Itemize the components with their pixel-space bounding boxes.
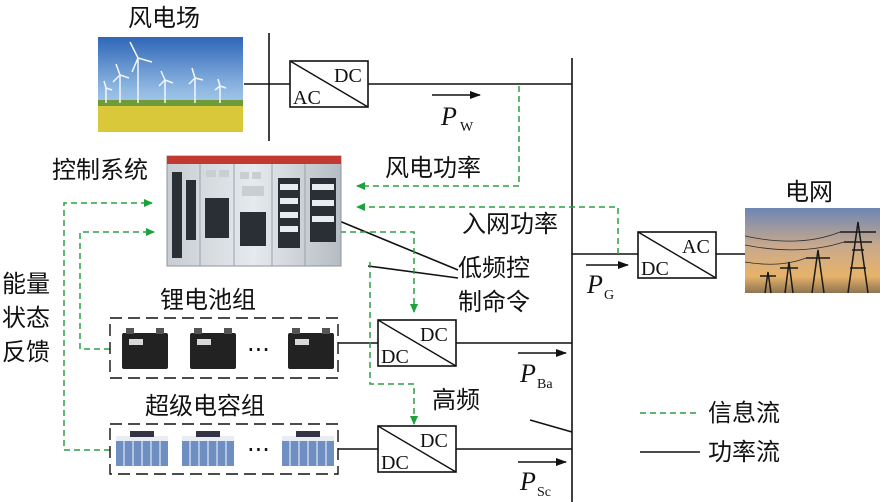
power-grid-image — [744, 208, 880, 294]
grid-power-label: 入网功率 — [462, 210, 558, 238]
p-g-subscript: G — [604, 288, 614, 303]
legend-info-flow-label: 信息流 — [708, 399, 780, 427]
wind-converter-in: AC — [293, 87, 321, 109]
p-w-subscript: W — [460, 120, 474, 135]
battery-icon — [190, 328, 236, 369]
high-freq-label: 高频 — [432, 386, 480, 414]
battery-group-box — [109, 317, 339, 379]
supercap-group-box — [109, 423, 339, 475]
feedback-label-3: 反馈 — [2, 338, 50, 366]
wind-power-label: 风电功率 — [385, 154, 481, 182]
supercap-icon — [116, 431, 168, 466]
p-w-symbol: P — [440, 102, 457, 131]
power-lines — [244, 33, 745, 502]
supercap-converter-out: DC — [420, 430, 448, 452]
battery-group-label: 锂电池组 — [160, 286, 256, 314]
p-ba-symbol: P — [519, 359, 536, 388]
supercap-ellipsis: ··· — [247, 436, 270, 464]
battery-ellipsis: ··· — [247, 336, 270, 364]
battery-icon — [288, 328, 334, 369]
grid-converter-out: AC — [682, 236, 710, 258]
supercap-converter-in: DC — [381, 452, 409, 474]
p-sc-symbol: P — [519, 467, 536, 496]
grid-label: 电网 — [785, 178, 833, 206]
info-flow-lines — [63, 86, 619, 451]
wind-farm-label: 风电场 — [128, 4, 200, 32]
wind-farm-image — [98, 37, 243, 132]
grid-converter-in: DC — [641, 258, 669, 280]
low-freq-label-1: 低频控 — [458, 254, 530, 282]
battery-converter: DC DC — [377, 319, 457, 368]
p-g-symbol: P — [586, 270, 603, 299]
supercap-icon — [282, 431, 334, 466]
control-system-label: 控制系统 — [52, 156, 148, 184]
wind-converter-out: DC — [334, 65, 362, 87]
grid-converter: DC AC — [637, 231, 717, 280]
p-sc-subscript: Sc — [537, 485, 551, 500]
supercap-group-label: 超级电容组 — [145, 392, 265, 420]
low-freq-label-2: 制命令 — [458, 288, 530, 316]
control-cabinet-image — [166, 155, 342, 267]
wind-converter: AC DC — [289, 60, 369, 109]
p-ba-subscript: Ba — [537, 377, 553, 392]
legend: 信息流 功率流 — [640, 399, 780, 466]
feedback-label-2: 状态 — [2, 304, 50, 332]
battery-icon — [122, 328, 168, 369]
legend-power-flow-label: 功率流 — [708, 438, 780, 466]
feedback-label-1: 能量 — [2, 270, 50, 298]
supercap-icon — [182, 431, 234, 466]
battery-converter-out: DC — [420, 324, 448, 346]
battery-converter-in: DC — [381, 346, 409, 368]
supercap-converter: DC DC — [377, 425, 457, 474]
